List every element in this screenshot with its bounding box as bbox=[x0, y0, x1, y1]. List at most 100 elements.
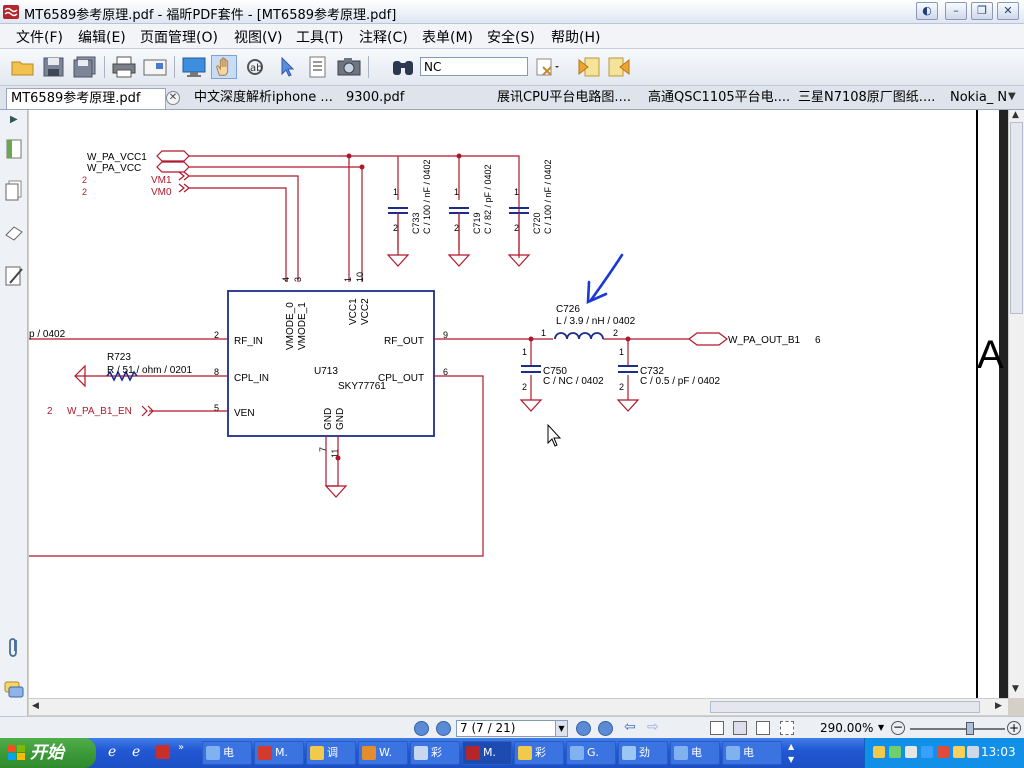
menu-edit[interactable]: 编辑(E) bbox=[78, 30, 126, 46]
text-document-icon[interactable] bbox=[305, 55, 331, 79]
menu-file[interactable]: 文件(F) bbox=[16, 30, 63, 46]
tray-icon[interactable] bbox=[953, 746, 965, 758]
task-g[interactable]: G. bbox=[566, 741, 616, 765]
save-all-icon[interactable] bbox=[72, 55, 98, 79]
task-app[interactable]: 劲 bbox=[618, 741, 668, 765]
task-doc[interactable]: 彩 bbox=[410, 741, 460, 765]
continuous-facing-icon[interactable] bbox=[780, 721, 794, 735]
continuous-page-icon[interactable] bbox=[733, 721, 747, 735]
tray-icon[interactable] bbox=[937, 746, 949, 758]
search-next-icon[interactable] bbox=[606, 55, 632, 79]
print-icon[interactable] bbox=[111, 55, 137, 79]
scroll-right-icon[interactable]: ▶ bbox=[995, 701, 1002, 711]
save-icon[interactable] bbox=[41, 55, 67, 79]
search-previous-icon[interactable] bbox=[576, 55, 602, 79]
forward-arrow-icon[interactable]: ⇨ bbox=[647, 719, 659, 735]
bookmarks-icon[interactable] bbox=[4, 138, 24, 160]
page-thumbnails-icon[interactable] bbox=[4, 180, 24, 202]
inductor-c726 bbox=[554, 332, 604, 340]
help-icon[interactable]: ◐ bbox=[916, 2, 938, 20]
tab-samsung-n7108[interactable]: 三星N7108原厂图纸.... bbox=[794, 88, 944, 109]
back-arrow-icon[interactable]: ⇦ bbox=[624, 719, 636, 735]
binoculars-search-icon[interactable] bbox=[390, 55, 416, 79]
zoom-out-icon[interactable]: − bbox=[891, 720, 905, 735]
layers-icon[interactable] bbox=[4, 222, 24, 244]
task-folder-1[interactable]: 调 bbox=[306, 741, 356, 765]
tab-9300[interactable]: 9300.pdf bbox=[342, 88, 482, 109]
task-m-1[interactable]: M. bbox=[254, 741, 304, 765]
expand-panel-icon[interactable]: ▶ bbox=[10, 114, 18, 125]
tab-close-icon[interactable]: ✕ bbox=[166, 91, 180, 105]
task-foxit-active[interactable]: M. bbox=[462, 741, 512, 765]
zoom-level[interactable]: 290.00% bbox=[820, 721, 874, 735]
hand-tool-icon[interactable] bbox=[211, 55, 237, 79]
horizontal-scrollbar[interactable]: ◀ ▶ bbox=[29, 698, 1008, 715]
tab-mt6589[interactable]: MT6589参考原理.pdf bbox=[6, 88, 166, 109]
open-folder-icon[interactable] bbox=[10, 55, 36, 79]
menu-comment[interactable]: 注释(C) bbox=[359, 30, 408, 46]
tab-list-chevron-down-icon[interactable]: ▼ bbox=[1008, 91, 1016, 102]
tab-label: 9300.pdf bbox=[346, 90, 405, 105]
tab-label: Nokia_ N9 bbox=[950, 90, 1006, 105]
tray-icon[interactable] bbox=[889, 746, 901, 758]
monitor-icon[interactable] bbox=[181, 55, 207, 79]
select-text-icon[interactable]: ab bbox=[243, 55, 269, 79]
quicklaunch-more-icon[interactable]: » bbox=[178, 742, 185, 753]
zoom-slider-track[interactable] bbox=[910, 728, 1005, 730]
attachments-paperclip-icon[interactable] bbox=[4, 636, 24, 658]
horizontal-scroll-thumb[interactable] bbox=[710, 701, 980, 713]
first-page-icon[interactable] bbox=[414, 721, 429, 736]
page-number-input[interactable]: 7 (7 / 21) ▼ bbox=[456, 720, 568, 737]
email-icon[interactable] bbox=[142, 55, 168, 79]
task-folder-2[interactable]: 彩 bbox=[514, 741, 564, 765]
tab-nokia-n9[interactable]: Nokia_ N9 bbox=[946, 88, 1006, 109]
comments-edit-icon[interactable] bbox=[4, 265, 24, 287]
zoom-slider-handle[interactable] bbox=[966, 722, 974, 735]
tab-spreadtrum-cpu[interactable]: 展讯CPU平台电路图.... bbox=[493, 88, 641, 109]
previous-page-icon[interactable] bbox=[436, 721, 451, 736]
facing-pages-icon[interactable] bbox=[756, 721, 770, 735]
toolbar-separator bbox=[368, 56, 369, 78]
scroll-up-icon[interactable]: ▲ bbox=[1012, 110, 1019, 120]
task-ie-2[interactable]: 电 bbox=[670, 741, 720, 765]
vertical-scroll-thumb[interactable] bbox=[1010, 122, 1023, 314]
quicklaunch-ie-icon[interactable]: ℯ bbox=[108, 744, 117, 760]
minimize-button[interactable]: – bbox=[945, 2, 967, 20]
next-page-icon[interactable] bbox=[576, 721, 591, 736]
tab-iphone-analysis[interactable]: 中文深度解析iphone ... bbox=[190, 88, 340, 109]
comments-list-icon[interactable] bbox=[4, 678, 24, 700]
search-options-icon[interactable] bbox=[534, 55, 560, 79]
search-input[interactable] bbox=[420, 57, 528, 76]
scroll-left-icon[interactable]: ◀ bbox=[32, 701, 39, 711]
menu-page-management[interactable]: 页面管理(O) bbox=[140, 30, 218, 46]
menu-security[interactable]: 安全(S) bbox=[487, 30, 535, 46]
page-dropdown-chevron-down-icon[interactable]: ▼ bbox=[555, 721, 567, 736]
snapshot-camera-icon[interactable] bbox=[336, 55, 362, 79]
menu-help[interactable]: 帮助(H) bbox=[551, 30, 601, 46]
close-button[interactable]: ✕ bbox=[997, 2, 1019, 20]
task-ie-3[interactable]: 电 bbox=[722, 741, 782, 765]
task-ie-1[interactable]: 电 bbox=[202, 741, 252, 765]
last-page-icon[interactable] bbox=[598, 721, 613, 736]
zoom-in-icon[interactable]: + bbox=[1007, 721, 1021, 735]
menu-tools[interactable]: 工具(T) bbox=[296, 30, 344, 46]
menu-form[interactable]: 表单(M) bbox=[422, 30, 474, 46]
menu-view[interactable]: 视图(V) bbox=[234, 30, 283, 46]
zoom-dropdown-chevron-down-icon[interactable]: ▼ bbox=[878, 723, 885, 732]
restore-button[interactable]: ❐ bbox=[971, 2, 993, 20]
document-view[interactable]: A W_PA_VCC1 W_PA_VCC 2 2 VM1 VM0 bbox=[29, 110, 1008, 698]
scroll-down-icon[interactable]: ▼ bbox=[1012, 684, 1019, 694]
single-page-icon[interactable] bbox=[710, 721, 724, 735]
start-button[interactable]: 开始 bbox=[0, 738, 96, 768]
volume-icon[interactable] bbox=[967, 746, 979, 758]
vertical-scrollbar[interactable]: ▲ ▼ bbox=[1008, 110, 1024, 698]
tab-qualcomm-qsc1105[interactable]: 高通QSC1105平台电.... bbox=[644, 88, 792, 109]
tray-icon[interactable] bbox=[873, 746, 885, 758]
quicklaunch-mail-icon[interactable] bbox=[156, 745, 170, 759]
tray-icon[interactable] bbox=[921, 746, 933, 758]
taskbar-scroll-icon[interactable]: ▲▼ bbox=[788, 742, 795, 764]
arrow-select-icon[interactable] bbox=[274, 55, 300, 79]
tray-icon[interactable] bbox=[905, 746, 917, 758]
task-w[interactable]: W. bbox=[358, 741, 408, 765]
quicklaunch-browser-icon[interactable]: ℯ bbox=[132, 744, 141, 760]
